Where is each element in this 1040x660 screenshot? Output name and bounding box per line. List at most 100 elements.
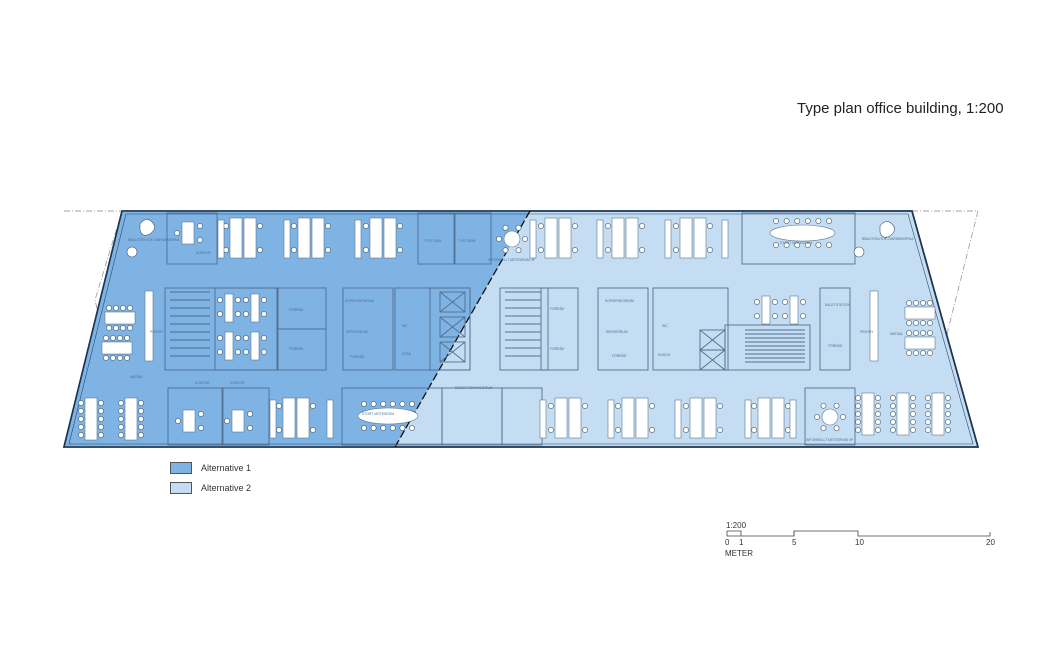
desk — [311, 217, 325, 259]
chair — [920, 320, 926, 326]
chair — [261, 297, 267, 303]
chair — [782, 313, 788, 319]
legend-label: Alternative 2 — [201, 483, 252, 493]
chair — [772, 299, 778, 305]
conference-table — [769, 224, 836, 242]
room-label: FÖRRÅD — [550, 306, 565, 311]
chair — [276, 403, 282, 409]
room-label: FÖRRÅD — [612, 353, 627, 358]
chair — [945, 411, 951, 417]
chair — [397, 223, 403, 229]
chair — [98, 432, 104, 438]
chair — [826, 242, 832, 248]
conference-table — [357, 407, 419, 425]
chair — [363, 223, 369, 229]
chair — [855, 411, 861, 417]
legend-swatch — [170, 482, 192, 494]
chair — [127, 305, 133, 311]
chair — [833, 425, 840, 432]
desk — [861, 392, 875, 436]
chair — [906, 350, 912, 356]
chair — [582, 403, 588, 409]
chair — [925, 419, 931, 425]
chair — [117, 335, 123, 341]
chair — [890, 403, 896, 409]
desk — [297, 217, 311, 259]
room-label: KONTOR — [195, 381, 210, 385]
room-wall — [166, 212, 218, 265]
chair — [98, 400, 104, 406]
desk — [104, 311, 136, 325]
chair — [826, 218, 832, 224]
chair — [920, 350, 926, 356]
chair — [800, 299, 806, 305]
chair — [198, 425, 204, 431]
chair — [103, 335, 109, 341]
chair — [615, 427, 621, 433]
chair — [820, 402, 827, 409]
room-label: KONTOR — [196, 251, 211, 255]
room-wall — [417, 212, 455, 265]
chair — [875, 419, 881, 425]
chair — [875, 403, 881, 409]
chair — [875, 395, 881, 401]
desk — [296, 397, 310, 439]
chair — [380, 401, 387, 407]
legend-item-alternative-2: Alternative 2 — [170, 482, 251, 494]
chair — [794, 242, 801, 248]
chair — [120, 325, 126, 331]
chair — [639, 223, 645, 229]
room-labels: KONTOR KONTOR KONTOR FÖRRÅD FÖRRÅD FÖRRÅ… — [128, 236, 914, 442]
chair — [925, 427, 931, 433]
chair — [217, 311, 223, 317]
chair — [920, 330, 926, 336]
room-wall — [214, 287, 278, 371]
chair — [118, 408, 124, 414]
chair — [380, 425, 387, 431]
chair — [243, 349, 249, 355]
chair — [751, 403, 757, 409]
chair — [515, 247, 522, 254]
chair — [502, 247, 509, 254]
chair — [113, 325, 119, 331]
chair — [814, 414, 820, 420]
chair — [783, 218, 790, 224]
chair — [548, 403, 554, 409]
room-label: INFORMELLT MÖTESRUM 4P — [488, 258, 536, 262]
room-label: RECEPTION/VÄNTRUM — [455, 386, 493, 390]
desk — [283, 219, 291, 259]
desk — [703, 397, 717, 439]
chair — [118, 416, 124, 422]
desk — [664, 219, 672, 259]
room-wall — [454, 212, 492, 265]
lounge-table — [126, 246, 138, 258]
chair — [683, 427, 689, 433]
room-wall — [804, 387, 856, 446]
chair — [754, 299, 760, 305]
chair — [840, 414, 846, 420]
chair — [243, 311, 249, 317]
room-wall — [741, 212, 856, 265]
desk — [789, 295, 799, 325]
chair — [361, 425, 367, 431]
desk — [354, 219, 362, 259]
chair — [217, 349, 223, 355]
chair — [103, 355, 109, 361]
chair — [945, 395, 951, 401]
room-label: FÖRRÅD — [550, 346, 565, 351]
chair — [118, 424, 124, 430]
plan-title: Type plan office building, 1:200 — [797, 100, 1004, 117]
chair — [925, 395, 931, 401]
chair — [397, 247, 403, 253]
chair — [582, 427, 588, 433]
chair — [927, 330, 933, 336]
room-label: BIBLIOTEK/ IDÉ-/VARMEMÖRKA — [128, 237, 180, 242]
chair — [913, 300, 919, 306]
chair — [127, 325, 133, 331]
chair — [649, 427, 655, 433]
desk — [625, 217, 639, 259]
desk — [693, 217, 707, 259]
chair — [833, 402, 840, 409]
furniture — [78, 217, 951, 441]
chair — [261, 335, 267, 341]
